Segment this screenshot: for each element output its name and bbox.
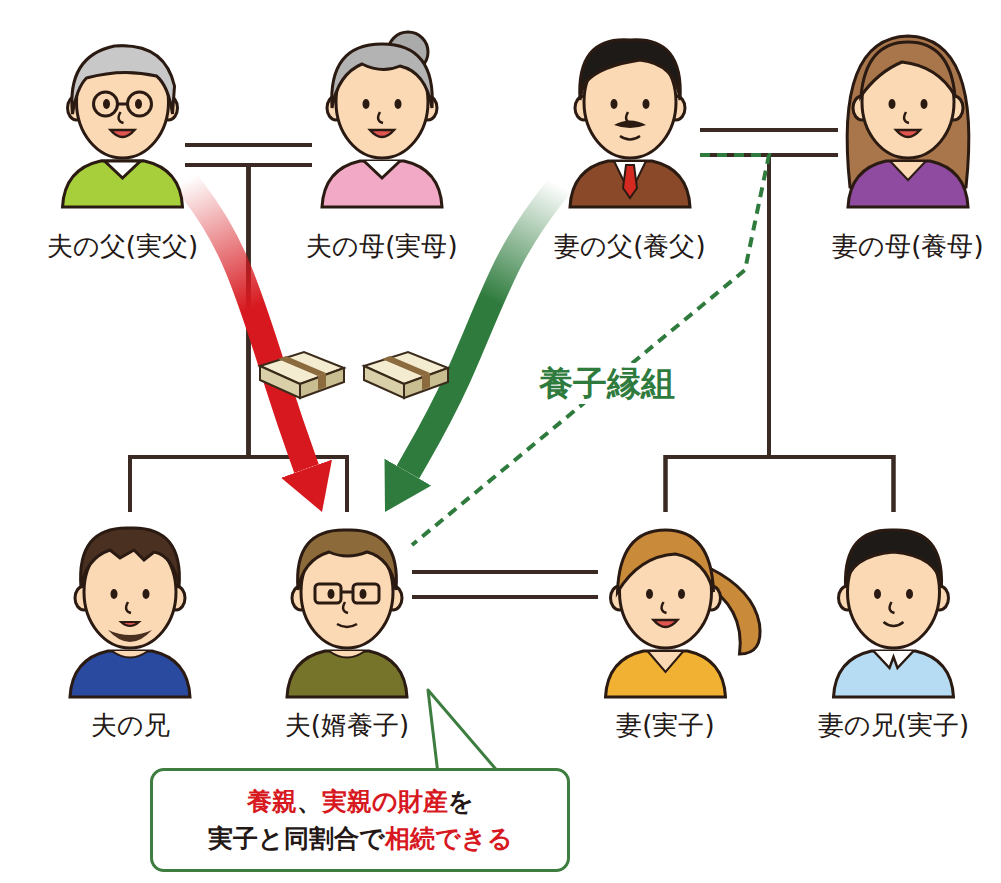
wife-mother-figure: [847, 36, 969, 187]
money-bundle: [364, 352, 448, 398]
callout-text: 養親、実親の財産を 実子と同割合で相続できる: [153, 783, 567, 858]
inheritance-arrow: [408, 185, 560, 472]
marriage-line: [412, 595, 598, 599]
family-line: [130, 165, 249, 512]
husband-figure: [315, 584, 341, 603]
wife-brother-figure: [834, 530, 954, 697]
person-node: 妻の兄(実子): [826, 512, 961, 702]
wife-brother-figure: [845, 530, 941, 586]
callout-box: 養親、実親の財産を 実子と同割合で相続できる: [150, 768, 570, 872]
husband-mother-figure: [332, 44, 433, 108]
inheritance-arrow: [185, 180, 307, 469]
adoption-line: [412, 155, 769, 545]
marriage-line: [700, 130, 838, 155]
adoption-line: [412, 155, 769, 545]
husband-brother-figure: [108, 630, 152, 642]
wife-mother-figure: [861, 42, 955, 96]
husband-mother-figure: [370, 130, 394, 137]
wife-father-figure: [580, 40, 681, 100]
wife-mother-figure: [890, 161, 926, 180]
family-line: [130, 165, 249, 512]
marriage-line: [700, 128, 838, 132]
husband-figure: [329, 651, 365, 658]
husband-brother-figure: [81, 528, 180, 588]
family-line: [769, 155, 894, 512]
husband-figure: [341, 591, 353, 594]
husband-figure: [315, 584, 379, 603]
person-node: 妻の父(養父): [560, 22, 700, 207]
husband-mother-figure: [322, 161, 442, 207]
husband-father-figure: [94, 92, 152, 116]
wife-mother-figure: [847, 36, 969, 207]
person-label: 夫(婿養子): [285, 710, 409, 741]
wife-father-figure: [620, 136, 640, 140]
husband-father-figure: [105, 161, 141, 178]
husband-brother-figure: [121, 622, 139, 626]
person-label: 妻の父(養父): [554, 231, 705, 262]
person-label: 夫の父(実父): [47, 231, 198, 262]
inheritance-arrow: [408, 185, 560, 472]
wife-father-figure: [623, 165, 637, 198]
husband-mother-figure: [364, 161, 400, 178]
person-node: 妻の母(養母): [838, 22, 978, 207]
wife-figure: [648, 651, 684, 672]
family-line: [130, 165, 312, 512]
wife-father-figure: [570, 40, 690, 207]
wife-mother-figure: [848, 161, 968, 207]
wife-brother-figure: [884, 622, 904, 626]
family-line: [769, 155, 894, 512]
person-label: 妻(実子): [616, 710, 714, 741]
money-bundle: [260, 352, 344, 398]
husband-brother-figure: [70, 651, 190, 697]
inheritance-arrow: [185, 180, 307, 469]
wife-figure: [606, 530, 761, 697]
husband-father-figure: [63, 161, 183, 207]
person-node: 夫(婿養子): [282, 512, 412, 702]
marriage-line: [185, 143, 312, 147]
husband-father-figure: [68, 46, 178, 158]
husband-brother-figure: [112, 651, 148, 658]
husband-brother-figure: [70, 528, 190, 697]
callout-pointer: [428, 690, 500, 774]
husband-figure: [353, 584, 379, 603]
husband-father-figure: [72, 46, 175, 114]
wife-mother-figure: [896, 130, 920, 137]
husband-father-figure: [94, 92, 118, 116]
wife-father-figure: [570, 161, 690, 207]
husband-mother-figure: [322, 32, 442, 207]
person-node: 夫の母(実母): [312, 22, 452, 207]
husband-figure: [287, 530, 407, 697]
marriage-line: [412, 570, 598, 574]
person-node: 夫の父(実父): [60, 22, 185, 207]
wife-brother-figure: [834, 651, 954, 697]
husband-father-figure: [128, 92, 152, 116]
wife-figure: [654, 620, 678, 627]
wife-figure: [606, 651, 726, 697]
person-label: 夫の兄: [91, 710, 170, 741]
husband-figure: [298, 530, 397, 590]
family-line: [185, 165, 347, 512]
person-label: 妻の母(養母): [832, 231, 983, 262]
wife-father-figure: [614, 121, 646, 129]
person-label: 妻の兄(実子): [818, 710, 969, 741]
person-label: 夫の母(実母): [306, 231, 457, 262]
family-line: [185, 165, 347, 512]
person-node: 夫の兄: [60, 512, 200, 702]
husband-figure: [337, 624, 357, 627]
wife-brother-figure: [874, 651, 914, 668]
marriage-line: [412, 572, 598, 597]
marriage-line: [185, 145, 312, 165]
person-node: 妻(実子): [598, 512, 733, 702]
husband-father-figure: [63, 46, 183, 207]
edge-label: 養子縁組: [535, 363, 679, 404]
husband-father-figure: [118, 103, 128, 106]
family-line: [130, 165, 312, 512]
wife-figure: [618, 530, 714, 592]
husband-figure: [287, 651, 407, 697]
husband-father-figure: [111, 130, 135, 137]
